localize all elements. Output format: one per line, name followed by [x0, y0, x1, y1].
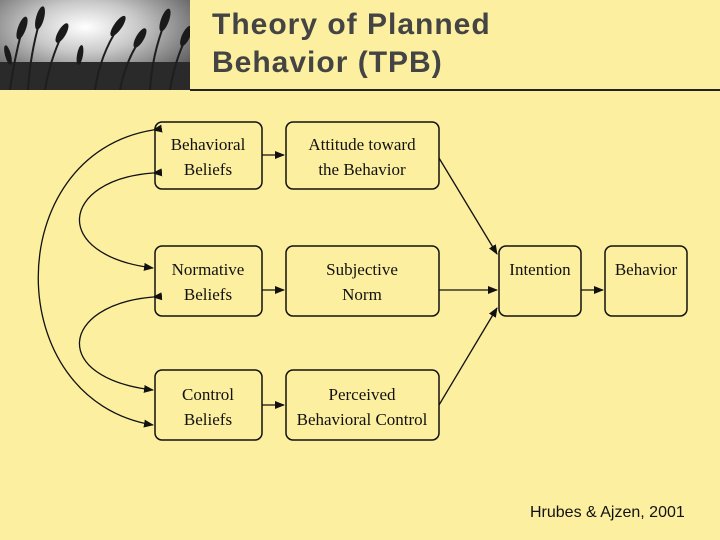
normative-beliefs-line-2: Beliefs: [184, 285, 232, 304]
control-beliefs-line-1: Control: [182, 385, 234, 404]
arrow-attitude-to-intention: [438, 157, 498, 255]
box-behavior: Behavior: [604, 245, 688, 317]
box-normative-beliefs: Normative Beliefs: [154, 245, 263, 317]
behavior-label: Behavior: [615, 260, 678, 279]
correlation-behavioral-control: [37, 124, 163, 428]
box-intention: Intention: [498, 245, 582, 317]
arrow-control-to-intention: [438, 307, 498, 406]
wheat-field-photo: [0, 0, 190, 90]
perceived-control-line-1: Perceived: [328, 385, 396, 404]
box-perceived-control: Perceived Behavioral Control: [285, 369, 440, 441]
box-attitude: Attitude toward the Behavior: [285, 121, 440, 190]
correlation-normative-control: [78, 292, 163, 393]
slide-title: Theory of Planned Behavior (TPB): [212, 6, 491, 82]
title-line-1: Theory of Planned: [212, 8, 491, 41]
subjective-norm-line-1: Subjective: [326, 260, 398, 279]
control-beliefs-line-2: Beliefs: [184, 410, 232, 429]
perceived-control-line-2: Behavioral Control: [297, 410, 428, 429]
attitude-line-2: the Behavior: [318, 160, 406, 179]
citation: Hrubes & Ajzen, 2001: [530, 504, 685, 521]
title-line-2: Behavior (TPB): [212, 46, 443, 79]
attitude-line-1: Attitude toward: [308, 135, 416, 154]
subjective-norm-line-2: Norm: [342, 285, 382, 304]
behavioral-beliefs-line-2: Beliefs: [184, 160, 232, 179]
intention-label: Intention: [509, 260, 571, 279]
behavioral-beliefs-line-1: Behavioral: [171, 135, 246, 154]
correlation-behavioral-normative: [78, 168, 163, 271]
box-control-beliefs: Control Beliefs: [154, 369, 263, 441]
slide-header: Theory of Planned Behavior (TPB): [0, 0, 720, 91]
box-behavioral-beliefs: Behavioral Beliefs: [154, 121, 263, 190]
box-subjective-norm: Subjective Norm: [285, 245, 440, 317]
header-divider: [190, 89, 720, 91]
diagram-arrows: [37, 124, 604, 428]
normative-beliefs-line-1: Normative: [172, 260, 245, 279]
